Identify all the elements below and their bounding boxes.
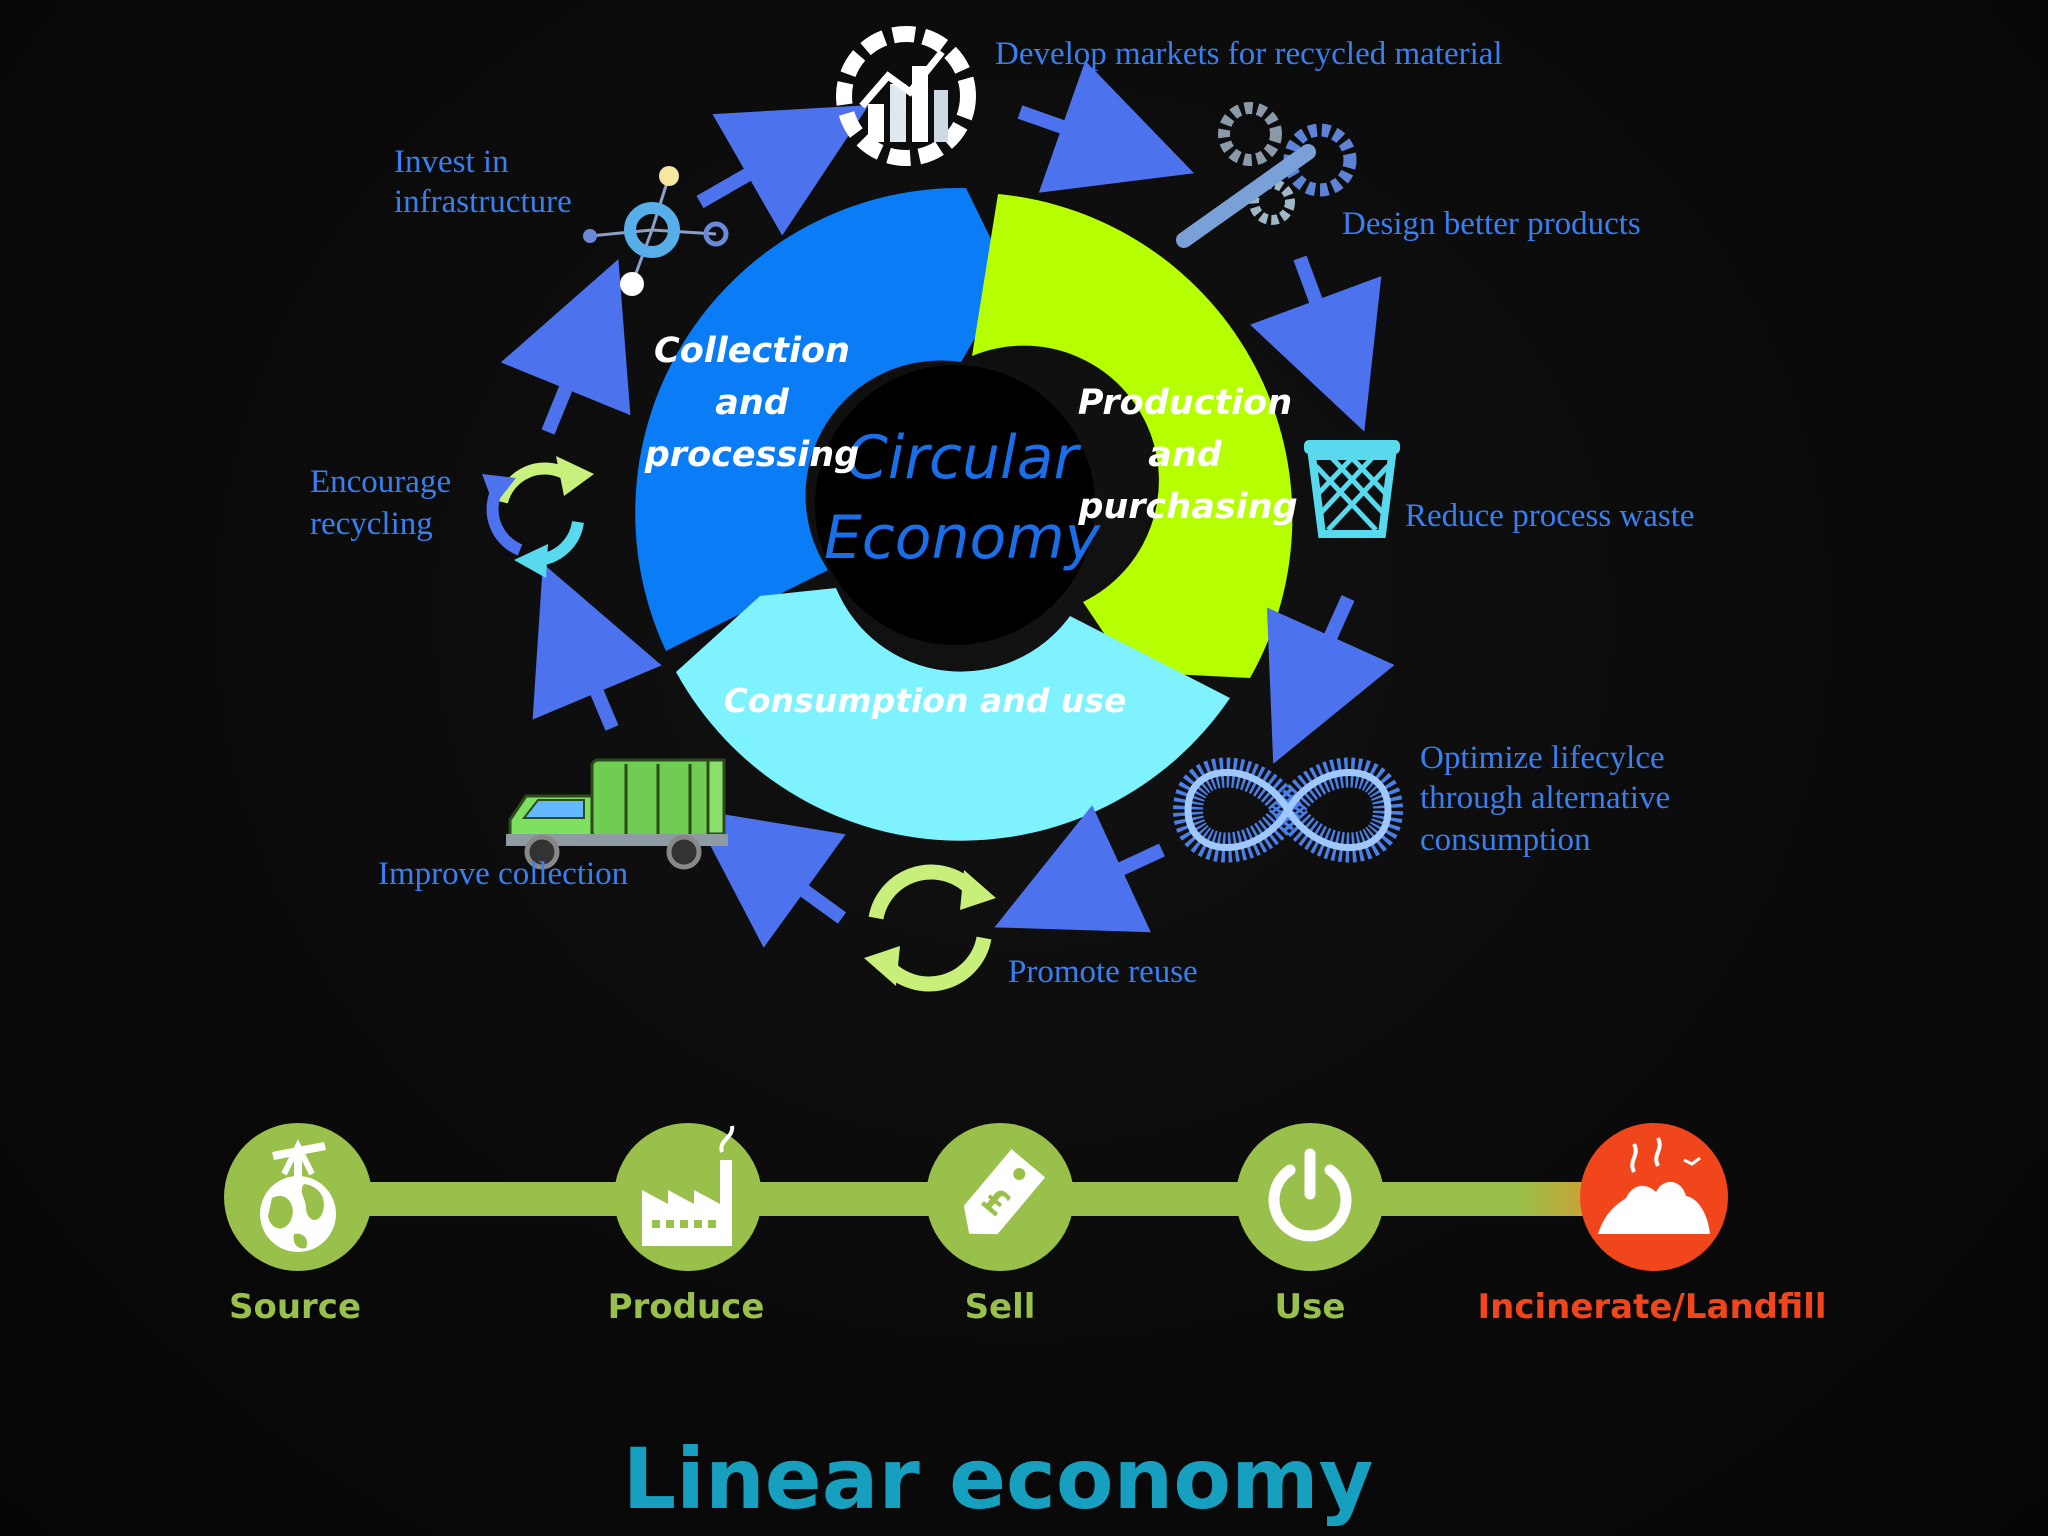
label-optimize-line1: Optimize lifecylce	[1420, 740, 1665, 776]
garbage-truck-icon	[506, 758, 728, 870]
cycle-arrows	[500, 60, 1395, 948]
linear-label-sell: Sell	[965, 1287, 1036, 1327]
arrow-optimize-to-reuse	[994, 805, 1165, 933]
arrow-recycling-to-invest	[500, 259, 631, 435]
arrow-invest-to-develop	[696, 105, 869, 236]
landfill-icon	[1598, 1137, 1710, 1234]
label-invest-line2: infrastructure	[394, 184, 572, 220]
linear-node-incinerate-landfill: Incinerate/Landfill	[1477, 1123, 1827, 1327]
linear-label-source: Source	[229, 1287, 361, 1327]
label-reduce-waste: Reduce process waste	[1405, 498, 1695, 534]
wheel-center	[815, 365, 1095, 645]
arrow-reduce-to-optimize	[1266, 595, 1395, 764]
collection-label-line2: and	[715, 383, 790, 423]
linear-label-incinerate-landfill: Incinerate/Landfill	[1477, 1287, 1826, 1327]
label-encourage-line2: recycling	[310, 506, 433, 542]
linear-node-source: Source	[224, 1123, 372, 1327]
collection-label-line1: Collection	[654, 331, 850, 371]
infinity-icon	[1172, 757, 1404, 863]
segment-consumption-and-use	[676, 588, 1230, 841]
center-label-line1: Circular	[846, 423, 1082, 493]
arrow-design-to-reduce	[1250, 255, 1382, 432]
circular-economy-wheel: Circular Economy Collection and processi…	[635, 187, 1298, 841]
factory-icon	[642, 1125, 735, 1246]
label-optimize-line2: through alternative	[1420, 780, 1670, 816]
growth-chart-icon	[836, 26, 976, 166]
gears-wrench-icon	[1176, 102, 1357, 248]
linear-node-sell: £ Sell	[926, 1123, 1074, 1327]
recycle-arrows-icon	[482, 456, 594, 578]
label-optimize-line3: consumption	[1420, 822, 1591, 858]
linear-label-produce: Produce	[608, 1287, 765, 1327]
label-invest-line1: Invest in	[394, 144, 509, 180]
collection-label-line3: processing	[644, 435, 859, 475]
step-labels: Develop markets for recycled material De…	[310, 36, 1695, 990]
label-design-products: Design better products	[1342, 206, 1641, 242]
linear-node-use: Use	[1236, 1123, 1384, 1327]
reuse-cycle-icon	[864, 864, 996, 992]
wastebasket-icon	[1304, 440, 1400, 538]
label-develop-markets: Develop markets for recycled material	[995, 36, 1503, 72]
arrow-collection-to-recycling	[532, 563, 662, 731]
production-label-line1: Production	[1078, 383, 1292, 423]
power-icon	[1268, 1148, 1352, 1242]
linear-label-use: Use	[1275, 1287, 1346, 1327]
linear-economy-title: Linear economy	[623, 1430, 1374, 1528]
label-encourage-line1: Encourage	[310, 464, 451, 500]
production-label-line3: purchasing	[1077, 487, 1297, 527]
linear-economy-flow: Source Produce £ Sell	[224, 1123, 1827, 1528]
consumption-label: Consumption and use	[724, 681, 1127, 720]
globe-oil-pump-icon	[260, 1139, 336, 1252]
linear-node-produce: Produce	[608, 1123, 765, 1327]
price-tag-icon: £	[963, 1149, 1046, 1235]
center-label-line2: Economy	[824, 503, 1102, 573]
segment-collection-and-processing	[635, 187, 1010, 652]
segment-production-and-purchasing	[972, 194, 1293, 678]
label-promote-reuse: Promote reuse	[1008, 954, 1198, 990]
arrow-reuse-to-collection	[691, 808, 847, 948]
arrow-develop-to-design	[1017, 60, 1195, 193]
production-label-line2: and	[1148, 435, 1223, 475]
network-hub-icon	[583, 166, 729, 296]
label-improve-collection: Improve collection	[378, 856, 628, 892]
